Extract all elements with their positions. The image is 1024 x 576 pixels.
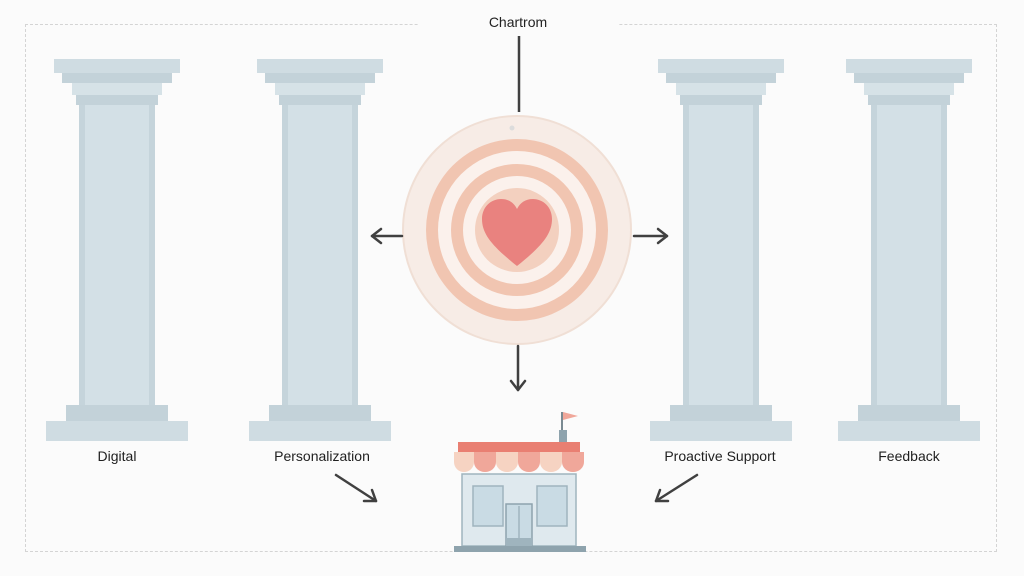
- diagram-title: Chartrom: [418, 14, 618, 30]
- label-digital: Digital: [97, 448, 137, 464]
- pillar-proactive-support: [650, 59, 792, 441]
- arrow-down-icon: [509, 344, 527, 392]
- storefront-icon: [454, 412, 586, 552]
- label-feedback: Feedback: [878, 448, 940, 464]
- heart-target-icon: [402, 115, 632, 345]
- arrow-left-icon: [370, 227, 404, 245]
- pillar-personalization: [249, 59, 391, 441]
- arrow-right-icon: [632, 227, 669, 245]
- pillar-digital: [46, 59, 188, 441]
- pillar-feedback: [838, 59, 980, 441]
- label-proactive-support: Proactive Support: [664, 448, 776, 464]
- arrow-personalization-to-store-icon: [334, 473, 378, 503]
- label-personalization: Personalization: [274, 448, 370, 464]
- arrow-support-to-store-icon: [654, 473, 699, 503]
